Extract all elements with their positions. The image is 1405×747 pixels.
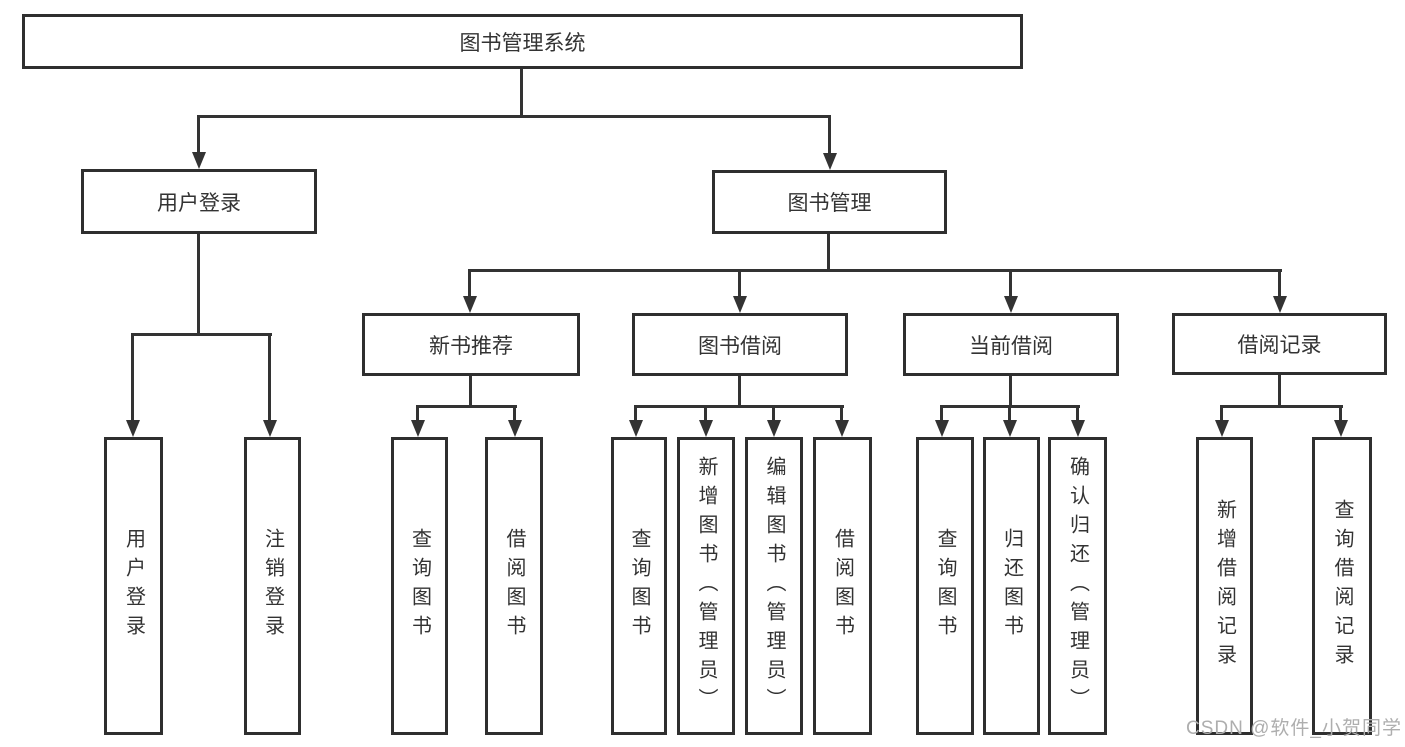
connector-line bbox=[1339, 408, 1342, 420]
leaf-newbooks-borrow-books: 借阅图书 bbox=[485, 437, 543, 735]
leaf-newbooks-query-books: 查询图书 bbox=[391, 437, 448, 735]
arrowhead-down-icon bbox=[1004, 296, 1018, 313]
connector-line bbox=[197, 115, 831, 118]
connector-line bbox=[1278, 375, 1281, 408]
node-current-borrowing: 当前借阅 bbox=[903, 313, 1119, 376]
leaf-logout: 注销登录 bbox=[244, 437, 301, 735]
arrowhead-down-icon bbox=[767, 420, 781, 437]
leaf-borrowing-add-books-admin: 新增图书（管理员） bbox=[677, 437, 735, 735]
connector-line bbox=[1009, 376, 1012, 407]
connector-line bbox=[416, 405, 517, 408]
node-new-book-recommendation: 新书推荐 bbox=[362, 313, 580, 376]
connector-line bbox=[468, 272, 471, 296]
connector-line bbox=[468, 269, 1282, 272]
arrowhead-down-icon bbox=[1071, 420, 1085, 437]
connector-line bbox=[704, 408, 707, 420]
arrowhead-down-icon bbox=[1334, 420, 1348, 437]
leaf-borrowing-borrow-books: 借阅图书 bbox=[813, 437, 872, 735]
connector-line bbox=[940, 405, 1080, 408]
arrowhead-down-icon bbox=[935, 420, 949, 437]
arrowhead-down-icon bbox=[263, 420, 277, 437]
connector-line bbox=[1220, 405, 1343, 408]
leaf-current-return-books: 归还图书 bbox=[983, 437, 1040, 735]
arrowhead-down-icon bbox=[1273, 296, 1287, 313]
arrowhead-down-icon bbox=[411, 420, 425, 437]
arrowhead-down-icon bbox=[1003, 420, 1017, 437]
node-book-management: 图书管理 bbox=[712, 170, 947, 234]
node-user-login: 用户登录 bbox=[81, 169, 317, 234]
node-book-borrowing: 图书借阅 bbox=[632, 313, 848, 376]
connector-line bbox=[469, 376, 472, 407]
arrowhead-down-icon bbox=[126, 420, 140, 437]
connector-line bbox=[738, 272, 741, 296]
connector-line bbox=[131, 336, 134, 420]
arrowhead-down-icon bbox=[463, 296, 477, 313]
leaf-borrowing-query-books: 查询图书 bbox=[611, 437, 667, 735]
csdn-watermark: CSDN @软件_小贺同学 bbox=[1186, 718, 1402, 739]
arrowhead-down-icon bbox=[508, 420, 522, 437]
connector-line bbox=[520, 69, 523, 117]
connector-line bbox=[634, 405, 844, 408]
arrowhead-down-icon bbox=[699, 420, 713, 437]
arrowhead-down-icon bbox=[733, 296, 747, 313]
arrowhead-down-icon bbox=[823, 153, 837, 170]
connector-line bbox=[197, 118, 200, 152]
connector-line bbox=[1278, 272, 1281, 296]
leaf-current-query-books: 查询图书 bbox=[916, 437, 974, 735]
arrowhead-down-icon bbox=[1215, 420, 1229, 437]
connector-line bbox=[416, 408, 419, 420]
connector-line bbox=[131, 333, 272, 336]
connector-line bbox=[1220, 408, 1223, 420]
leaf-records-add-record: 新增借阅记录 bbox=[1196, 437, 1253, 735]
connector-line bbox=[1009, 272, 1012, 296]
connector-line bbox=[513, 408, 516, 420]
connector-line bbox=[772, 408, 775, 420]
connector-line bbox=[268, 336, 271, 420]
leaf-records-query-record: 查询借阅记录 bbox=[1312, 437, 1372, 735]
connector-line bbox=[940, 408, 943, 420]
arrowhead-down-icon bbox=[629, 420, 643, 437]
connector-line bbox=[840, 408, 843, 420]
leaf-user-login: 用户登录 bbox=[104, 437, 163, 735]
arrowhead-down-icon bbox=[192, 152, 206, 169]
connector-line bbox=[1076, 408, 1079, 420]
node-library-management-system: 图书管理系统 bbox=[22, 14, 1023, 69]
connector-line bbox=[828, 118, 831, 153]
connector-line bbox=[738, 376, 741, 407]
connector-line bbox=[634, 408, 637, 420]
node-borrowing-records: 借阅记录 bbox=[1172, 313, 1387, 375]
leaf-borrowing-edit-books-admin: 编辑图书（管理员） bbox=[745, 437, 803, 735]
connector-line bbox=[827, 234, 830, 271]
arrowhead-down-icon bbox=[835, 420, 849, 437]
connector-line bbox=[197, 234, 200, 335]
leaf-current-confirm-return-admin: 确认归还（管理员） bbox=[1048, 437, 1107, 735]
connector-line bbox=[1008, 408, 1011, 420]
